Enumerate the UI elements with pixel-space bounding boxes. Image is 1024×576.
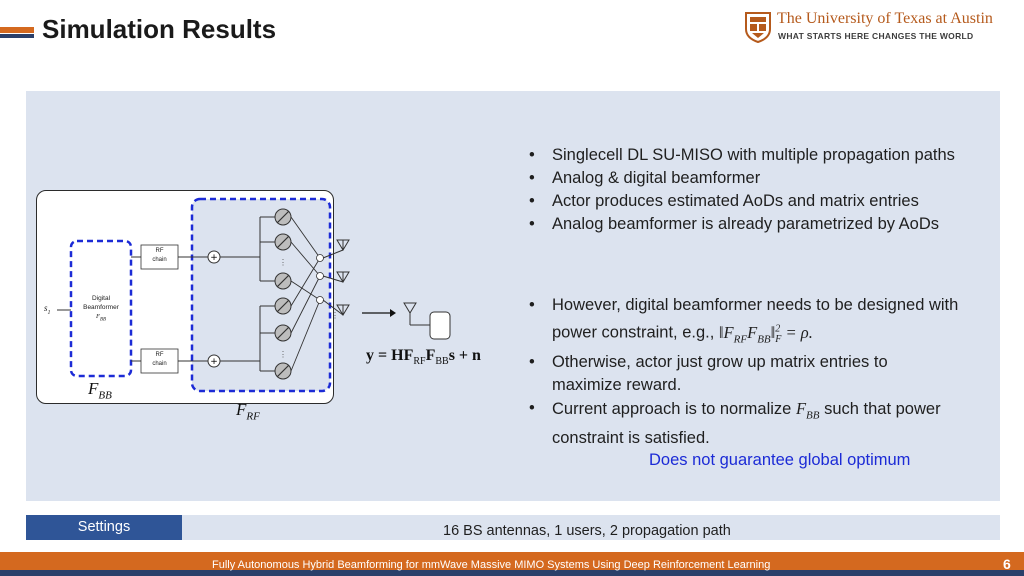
- arrow-icon: [362, 309, 396, 317]
- footer-bar-navy: [0, 570, 1024, 576]
- settings-label: Settings: [26, 515, 182, 540]
- svg-text:⋮: ⋮: [279, 350, 287, 359]
- ut-seal-icon: [745, 12, 771, 43]
- settings-value: 16 BS antennas, 1 users, 2 propagation p…: [443, 523, 731, 539]
- digital-beamformer-label: Digital Beamformer FBB: [83, 295, 119, 323]
- antenna-icon: [403, 302, 430, 326]
- rf-chain-box-1: [140, 244, 179, 270]
- title-accent-orange: [0, 27, 34, 33]
- input-symbol: s1: [44, 303, 51, 316]
- svg-text:⋮: ⋮: [331, 311, 339, 320]
- phase-shifter-icon: [274, 362, 292, 380]
- phase-shifter-icon: [274, 297, 292, 315]
- bullet-item: Actor produces estimated AoDs and matrix…: [527, 190, 955, 213]
- svg-text:+: +: [210, 357, 218, 367]
- university-tagline: WHAT STARTS HERE CHANGES THE WORLD: [778, 31, 974, 41]
- bullet-item: However, digital beamformer needs to be …: [527, 294, 958, 351]
- phase-shifter-icon: [274, 272, 292, 290]
- signal-equation: y = HFRFFBBs + n: [366, 347, 481, 368]
- highlight-text: Does not guarantee global optimum: [649, 451, 911, 469]
- footer-title: Fully Autonomous Hybrid Beamforming for …: [212, 559, 771, 571]
- phase-shifter-icon: [274, 233, 292, 251]
- svg-text:⋮: ⋮: [279, 258, 287, 267]
- phase-shifter-group: [274, 208, 292, 380]
- bullet-item: Current approach is to normalize FBB suc…: [527, 397, 958, 450]
- university-name: The University of Texas at Austin: [777, 10, 993, 27]
- bullet-item: Singlecell DL SU-MISO with multiple prop…: [527, 144, 955, 167]
- bullet-item: Analog & digital beamformer: [527, 167, 955, 190]
- antenna-icon: [336, 304, 350, 316]
- bullet-list-bottom: However, digital beamformer needs to be …: [527, 294, 958, 450]
- bullet-list-top: Singlecell DL SU-MISO with multiple prop…: [527, 144, 955, 236]
- fbb-dashed-box: [69, 239, 133, 378]
- page-title: Simulation Results: [42, 14, 277, 44]
- antenna-icon: [336, 271, 350, 283]
- antenna-icon: [336, 239, 350, 251]
- bullet-item: Analog beamformer is already parametrize…: [527, 213, 955, 236]
- footer-bar: [0, 552, 1024, 570]
- bullet-item: Otherwise, actor just grow up matrix ent…: [527, 351, 958, 397]
- page-number: 6: [1003, 556, 1011, 572]
- svg-text:+: +: [210, 253, 218, 263]
- title-accent-navy: [0, 34, 34, 38]
- user-device-icon: [429, 311, 451, 340]
- settings-value-box: 16 BS antennas, 1 users, 2 propagation p…: [182, 515, 1000, 540]
- fbb-label: FBB: [88, 379, 112, 402]
- phase-shifter-icon: [274, 324, 292, 342]
- frf-label: FRF: [236, 400, 260, 423]
- phase-shifter-icon: [274, 208, 292, 226]
